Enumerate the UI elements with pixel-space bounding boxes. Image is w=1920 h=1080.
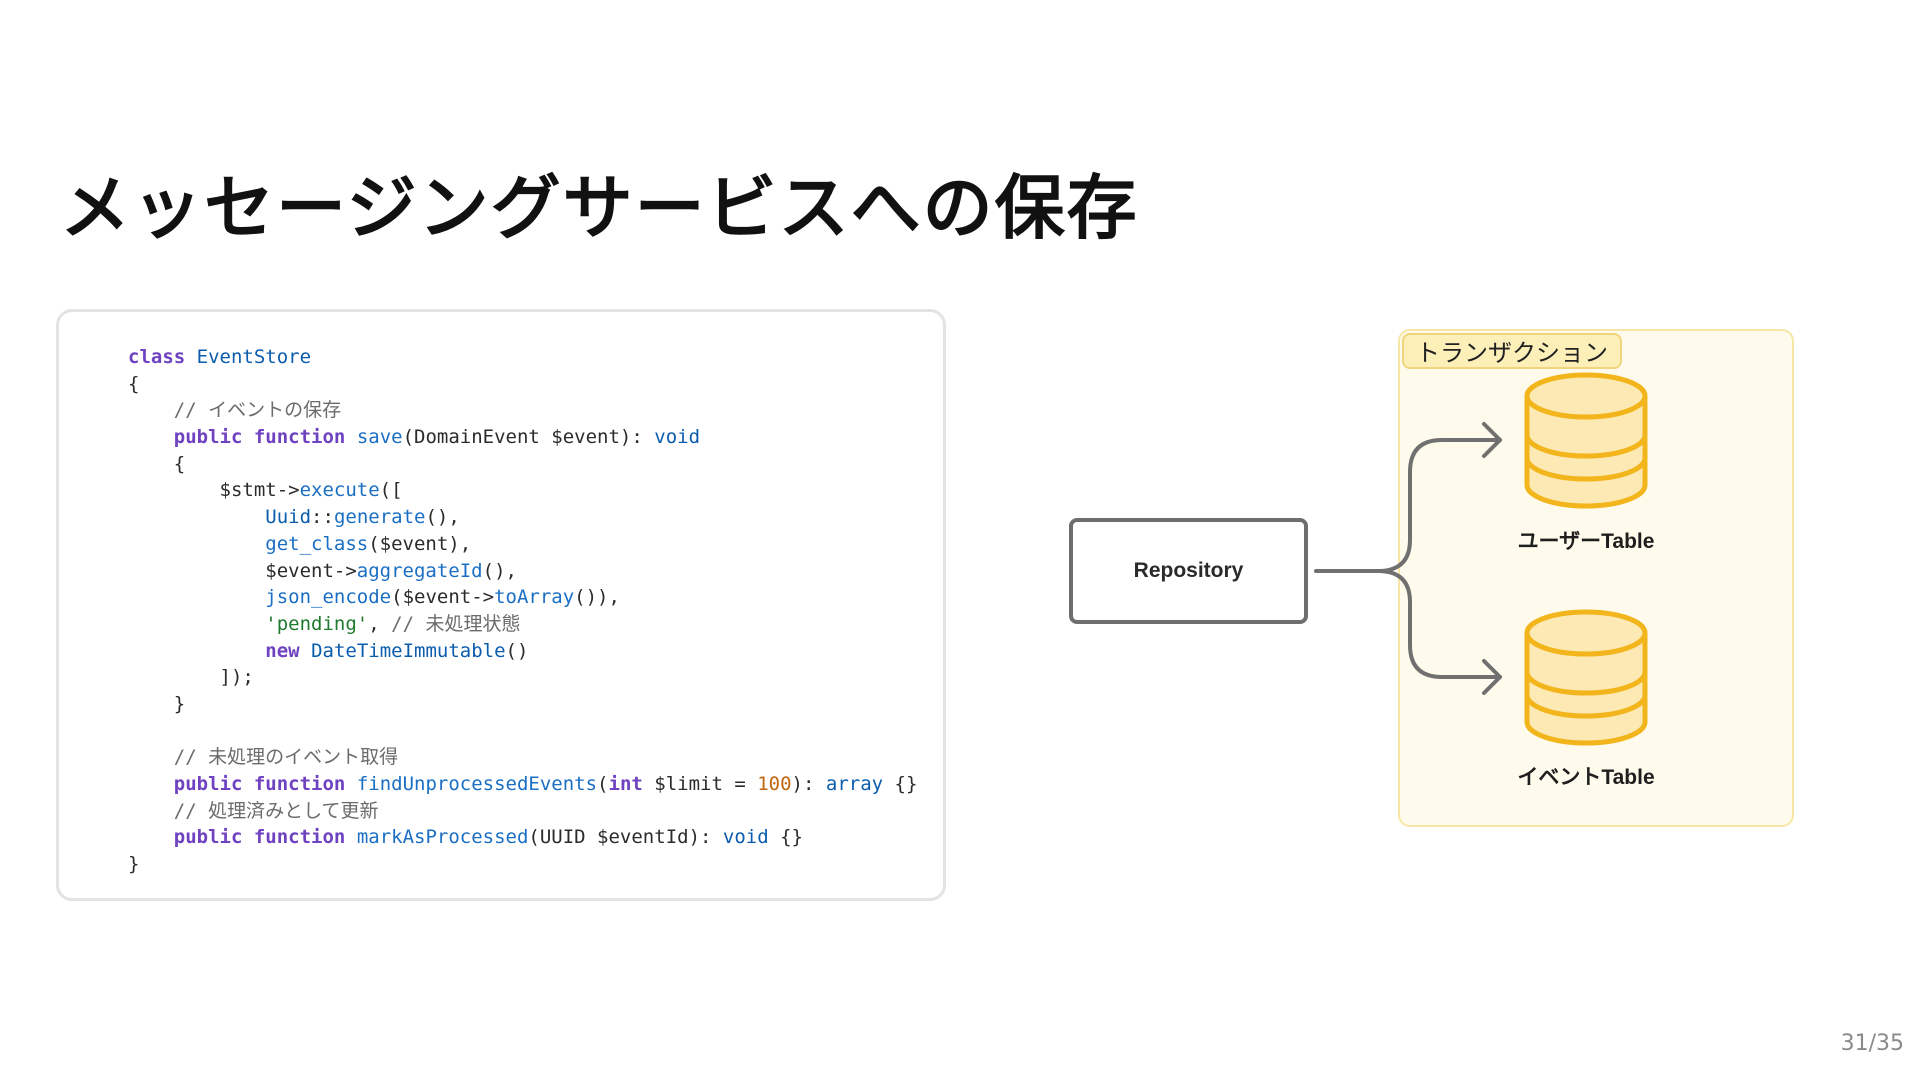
code-token — [128, 533, 265, 555]
code-token — [300, 640, 311, 662]
code-token: function — [253, 826, 346, 849]
code-token: (), — [482, 559, 517, 582]
code-token: function — [253, 773, 346, 795]
code-token — [128, 586, 265, 608]
code-line: 'pending', // 未処理状態 — [128, 611, 917, 638]
code-token: (UUID $eventId): — [528, 826, 723, 849]
code-token: public — [173, 426, 243, 449]
code-token: $limit = — [642, 773, 758, 795]
code-token — [128, 640, 265, 662]
code-token: (DomainEvent $event): — [402, 426, 655, 449]
code-line: $event->aggregateId(), — [128, 558, 917, 585]
code-token: } — [128, 692, 186, 715]
code-token: aggregateId — [356, 559, 483, 582]
code-line: } — [128, 691, 917, 718]
code-token: {} — [883, 773, 918, 795]
transaction-box — [1398, 329, 1794, 827]
code-line — [128, 718, 917, 745]
code-line: { — [128, 451, 917, 478]
transaction-label: トランザクション — [1402, 333, 1622, 369]
code-token: class — [128, 346, 186, 368]
code-token: void — [722, 826, 769, 849]
code-token: DateTimeImmutable — [311, 639, 506, 662]
code-token: json_encode — [265, 586, 392, 609]
code-panel: class EventStore{ // イベントの保存 public func… — [56, 309, 946, 901]
code-token: void — [654, 426, 701, 449]
slide-title: メッセージングサービスへの保存 — [60, 167, 1139, 249]
code-line: // 処理済みとして更新 — [128, 798, 917, 825]
code-line: new DateTimeImmutable() — [128, 638, 917, 665]
page-number: 31/35 — [1840, 1031, 1904, 1056]
code-line: public function save(DomainEvent $event)… — [128, 424, 917, 451]
repository-label: Repository — [1133, 559, 1244, 582]
code-token — [128, 506, 265, 528]
code-token: save — [356, 426, 403, 449]
code-token: :: — [311, 506, 334, 529]
code-token: // 未処理状態 — [391, 612, 521, 635]
code-token: toArray — [494, 586, 575, 609]
code-token: 100 — [757, 773, 792, 795]
code-line: public function findUnprocessedEvents(in… — [128, 771, 918, 798]
code-token: $stmt-> — [128, 479, 300, 502]
event-table-label: イベントTable — [1517, 766, 1655, 789]
code-line: { — [128, 371, 917, 398]
code-line: // 未処理のイベント取得 — [128, 744, 917, 771]
code-token — [345, 773, 356, 795]
code-token — [345, 426, 356, 448]
code-token — [345, 826, 356, 848]
code-token — [128, 826, 174, 848]
code-token: 'pending' — [265, 612, 369, 635]
code-token: { — [128, 372, 140, 395]
code-token: ()), — [574, 586, 620, 609]
code-token: ]); — [128, 666, 254, 689]
code-line: class EventStore — [128, 344, 917, 371]
code-token: int — [608, 773, 643, 795]
code-token: $event-> — [128, 559, 357, 582]
code-line: Uuid::generate(), — [128, 504, 917, 531]
code-token: () — [505, 639, 529, 662]
code-line: ]); — [128, 664, 917, 691]
code-line: } — [128, 851, 917, 878]
code-token: } — [128, 853, 140, 876]
code-token: execute — [299, 479, 380, 502]
user-table-label: ユーザーTable — [1517, 530, 1655, 553]
code-token: { — [128, 452, 186, 475]
code-token: // 処理済みとして更新 — [128, 799, 379, 822]
code-token — [128, 613, 265, 635]
code-token: array — [825, 773, 884, 795]
code-token — [242, 826, 253, 848]
code-token — [242, 773, 253, 795]
code-line: public function markAsProcessed(UUID $ev… — [128, 824, 917, 851]
code-line: json_encode($event->toArray()), — [128, 584, 917, 611]
code-token: ): — [791, 773, 826, 795]
code-token — [128, 773, 174, 795]
code-token: public — [173, 773, 243, 795]
code-token — [128, 426, 174, 448]
code-token: public — [173, 826, 243, 849]
code-line: get_class($event), — [128, 531, 917, 558]
code-token: ( — [597, 773, 609, 795]
code-token: get_class — [265, 532, 369, 555]
code-token: (), — [425, 506, 460, 529]
code-token: function — [253, 426, 346, 449]
code-token: new — [265, 639, 300, 662]
code-token: markAsProcessed — [356, 826, 529, 849]
code-token: findUnprocessedEvents — [356, 773, 598, 795]
code-block: class EventStore{ // イベントの保存 public func… — [128, 344, 917, 878]
code-line: $stmt->execute([ — [128, 477, 917, 504]
code-token: , — [368, 612, 392, 635]
code-token: ($event), — [368, 532, 472, 555]
code-token: ($event-> — [391, 586, 495, 609]
code-token: generate — [333, 506, 426, 529]
code-token: Uuid — [265, 506, 312, 529]
code-token — [242, 426, 253, 448]
code-token: EventStore — [196, 346, 312, 368]
code-token — [185, 346, 196, 368]
code-token: ([ — [379, 479, 403, 502]
repository-box: Repository — [1069, 518, 1308, 624]
code-token: // イベントの保存 — [128, 399, 342, 422]
code-line: // イベントの保存 — [128, 397, 917, 424]
code-token: // 未処理のイベント取得 — [128, 746, 399, 769]
code-token: {} — [768, 826, 803, 849]
